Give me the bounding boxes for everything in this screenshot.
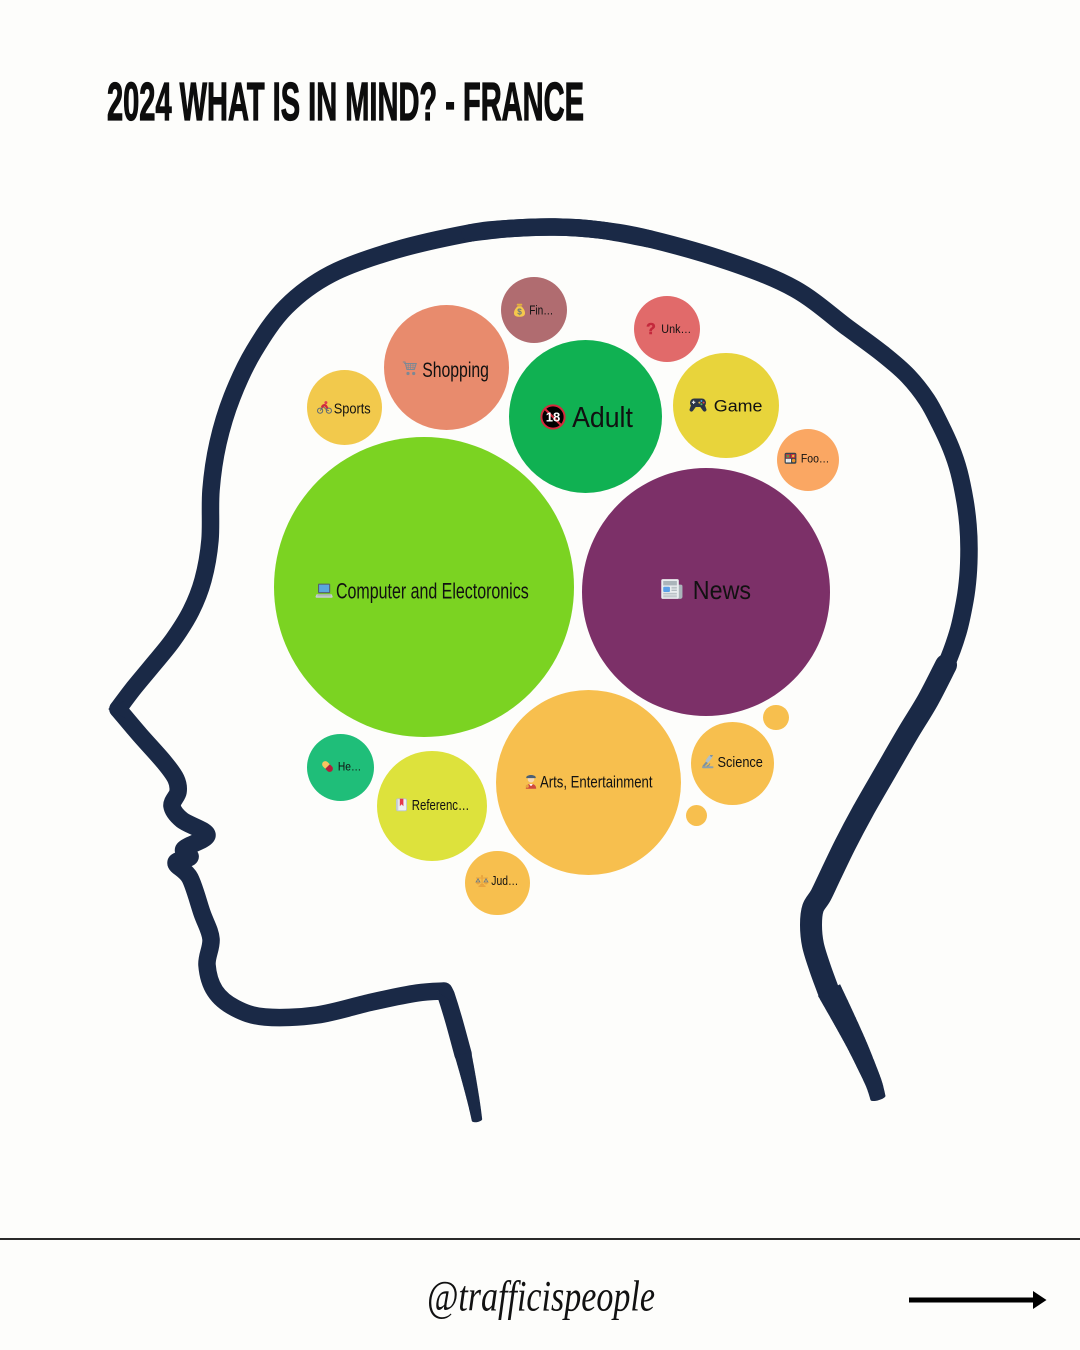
svg-text:Computer and Electoronics: Computer and Electoronics xyxy=(336,579,529,604)
svg-text:Game: Game xyxy=(714,396,763,415)
svg-text:Jud…: Jud… xyxy=(491,873,518,888)
svg-text:?: ? xyxy=(646,322,655,336)
svg-text:Referenc…: Referenc… xyxy=(412,797,470,814)
svg-text:Fin…: Fin… xyxy=(529,302,553,317)
svg-text:Sports: Sports xyxy=(334,400,371,417)
svg-text:He…: He… xyxy=(338,760,361,774)
svg-text:@trafficispeople: @trafficispeople xyxy=(427,1274,655,1321)
svg-text:$: $ xyxy=(517,307,522,316)
svg-text:Unk…: Unk… xyxy=(661,322,691,336)
svg-text:18: 18 xyxy=(545,410,559,425)
svg-text:Science: Science xyxy=(718,755,763,771)
svg-text:Foo…: Foo… xyxy=(801,452,830,466)
svg-text:Arts, Entertainment: Arts, Entertainment xyxy=(540,774,653,792)
svg-text:News: News xyxy=(693,575,751,605)
svg-text:Shopping: Shopping xyxy=(422,359,489,382)
svg-text:Adult: Adult xyxy=(572,402,633,434)
